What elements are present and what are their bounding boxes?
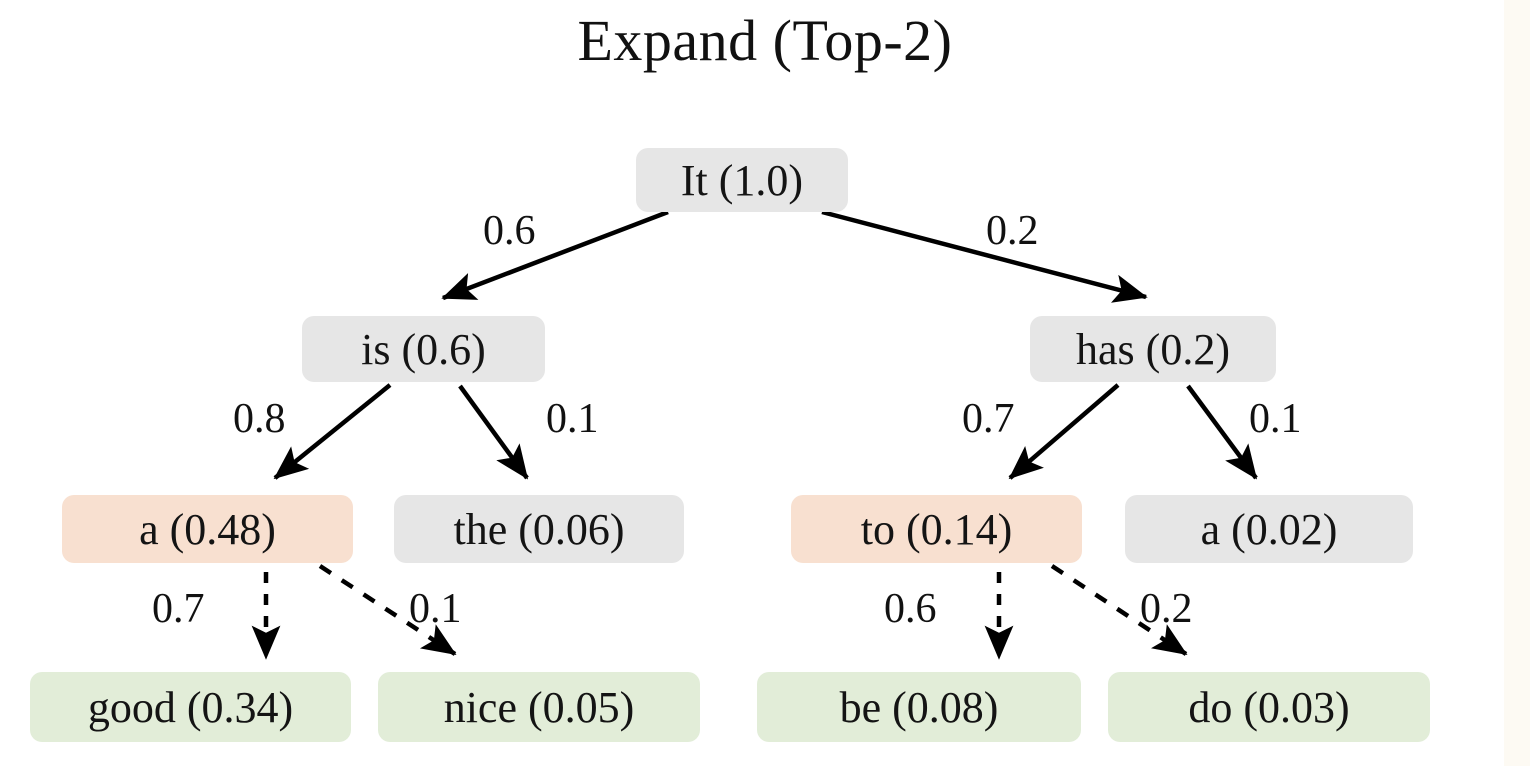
edge-label-root-is: 0.6 <box>483 208 536 254</box>
node-nice-005[interactable]: nice (0.05) <box>378 672 700 742</box>
edge-label-to14-do: 0.2 <box>1140 586 1193 632</box>
node-root-it[interactable]: It (1.0) <box>636 148 848 212</box>
node-do-003[interactable]: do (0.03) <box>1108 672 1430 742</box>
node-label: a (0.02) <box>1200 504 1338 554</box>
edge-label-is-a48: 0.8 <box>233 396 286 442</box>
edge-label-root-has: 0.2 <box>986 208 1039 254</box>
edge-root-to-is <box>441 209 669 301</box>
edge-root-to-has <box>821 209 1148 303</box>
node-label: nice (0.05) <box>443 682 635 732</box>
node-a-048[interactable]: a (0.48) <box>62 495 353 563</box>
node-label: is (0.6) <box>361 324 486 374</box>
edge-label-has-a02: 0.1 <box>1249 396 1302 442</box>
node-has[interactable]: has (0.2) <box>1030 316 1276 382</box>
node-the-006[interactable]: the (0.06) <box>394 495 684 563</box>
edge-label-to14-be: 0.6 <box>884 586 937 632</box>
edge-label-is-the06: 0.1 <box>546 396 599 442</box>
node-good-034[interactable]: good (0.34) <box>30 672 351 742</box>
node-label: a (0.48) <box>139 504 276 554</box>
right-edge-strip <box>1504 0 1530 766</box>
node-label: It (1.0) <box>680 155 804 205</box>
node-label: do (0.03) <box>1188 682 1350 732</box>
node-label: be (0.08) <box>839 682 999 732</box>
edge-has-to-a02 <box>1186 384 1258 480</box>
node-label: the (0.06) <box>453 504 625 554</box>
page-title: Expand (Top-2) <box>577 8 953 73</box>
node-be-008[interactable]: be (0.08) <box>757 672 1081 742</box>
node-label: good (0.34) <box>87 682 294 732</box>
edge-label-a48-good: 0.7 <box>152 586 205 632</box>
node-label: has (0.2) <box>1076 324 1230 374</box>
node-to-014[interactable]: to (0.14) <box>791 495 1082 563</box>
edge-is-to-the06 <box>458 384 529 480</box>
edge-is-to-a48 <box>273 383 392 480</box>
edge-label-a48-nice: 0.1 <box>409 586 462 632</box>
edge-has-to-to14 <box>1008 383 1120 480</box>
edge-label-has-to14: 0.7 <box>962 396 1015 442</box>
node-a-002[interactable]: a (0.02) <box>1125 495 1413 563</box>
node-label: to (0.14) <box>860 504 1013 554</box>
node-is[interactable]: is (0.6) <box>302 316 545 382</box>
